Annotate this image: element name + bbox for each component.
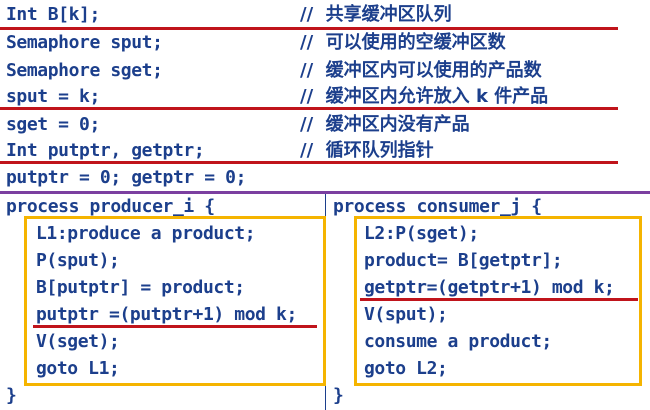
producer-line-4: V(sget); (36, 331, 120, 352)
consumer-line-3: V(sput); (364, 304, 448, 325)
consumer-body-box (354, 216, 642, 386)
consumer-line-2: getptr=(getptr+1) mod k; (364, 277, 615, 298)
decl-comment-3: // 缓冲区内允许放入 k 件产品 (300, 86, 549, 107)
consumer-line-1: product= B[getptr]; (364, 250, 563, 271)
section-divider (0, 191, 650, 194)
producer-red-underline (33, 325, 317, 328)
decl-code-6: putptr = 0; getptr = 0; (6, 167, 247, 188)
producer-line-3: putptr =(putptr+1) mod k; (36, 304, 297, 325)
red-underline-1 (0, 107, 618, 110)
decl-comment-1: // 可以使用的空缓冲区数 (300, 32, 506, 53)
decl-code-0: Int B[k]; (6, 4, 100, 25)
red-underline-2 (0, 161, 618, 164)
producer-line-1: P(sput); (36, 250, 120, 271)
consumer-line-0: L2:P(sget); (364, 223, 479, 244)
decl-comment-0: // 共享缓冲区队列 (300, 4, 452, 25)
decl-code-4: sget = 0; (6, 114, 100, 135)
consumer-line-4: consume a product; (364, 331, 552, 352)
decl-code-5: Int putptr, getptr; (6, 140, 205, 161)
producer-close-brace: } (6, 385, 17, 406)
decl-comment-2: // 缓冲区内可以使用的产品数 (300, 60, 542, 81)
producer-line-5: goto L1; (36, 358, 120, 379)
producer-line-2: B[putptr] = product; (36, 277, 245, 298)
consumer-close-brace: } (333, 385, 344, 406)
decl-comment-5: // 循环队列指针 (300, 140, 434, 161)
red-underline-0 (0, 27, 618, 30)
decl-comment-4: // 缓冲区内没有产品 (300, 114, 470, 135)
decl-code-2: Semaphore sget; (6, 60, 163, 81)
consumer-header: process consumer_j { (333, 196, 542, 217)
decl-code-1: Semaphore sput; (6, 32, 163, 53)
producer-header: process producer_i { (6, 196, 215, 217)
consumer-line-5: goto L2; (364, 358, 448, 379)
producer-line-0: L1:produce a product; (36, 223, 256, 244)
consumer-red-underline (360, 298, 638, 301)
producer-body-box (24, 216, 326, 386)
decl-code-3: sput = k; (6, 86, 100, 107)
